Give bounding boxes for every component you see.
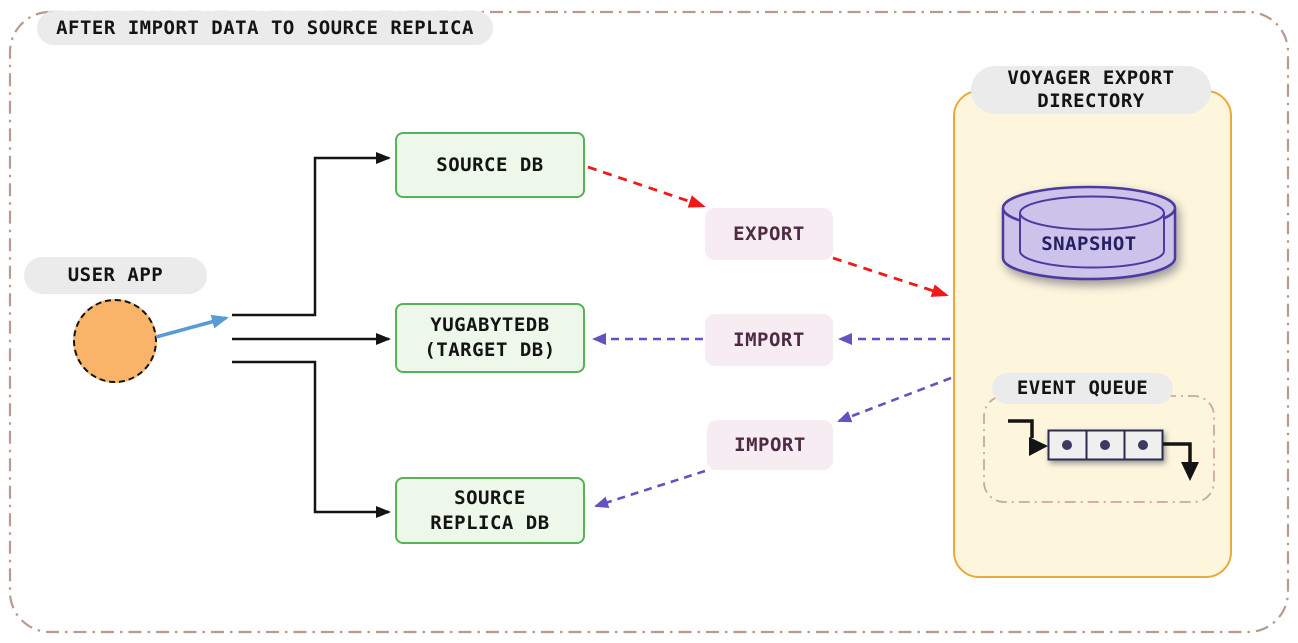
diagram-title: AFTER IMPORT DATA TO SOURCE REPLICA	[37, 11, 493, 45]
target-db-node: YUGABYTEDB (TARGET DB)	[395, 303, 585, 373]
diagram-title-text: AFTER IMPORT DATA TO SOURCE REPLICA	[56, 16, 474, 39]
event-queue-label: EVENT QUEUE	[992, 373, 1173, 404]
source-db-label: SOURCE DB	[436, 153, 544, 176]
import-target-op-box: IMPORT	[705, 314, 833, 366]
import-replica-op-label: IMPORT	[734, 434, 806, 456]
source-db-node: SOURCE DB	[395, 132, 585, 198]
event-queue-border	[983, 395, 1215, 503]
voyager-title-line1: VOYAGER EXPORT	[1007, 67, 1175, 89]
user-app-label: USER APP	[24, 257, 207, 294]
snapshot-label: SNAPSHOT	[1041, 233, 1137, 255]
export-op-box: EXPORT	[705, 208, 833, 260]
source-replica-db-node: SOURCE REPLICA DB	[395, 477, 585, 544]
user-app-icon	[73, 299, 157, 383]
source-replica-label-line1: SOURCE	[454, 486, 526, 509]
target-db-label-line2: (TARGET DB)	[424, 339, 556, 361]
outer-frame-border	[8, 10, 1290, 634]
voyager-export-directory-panel	[953, 90, 1232, 578]
target-db-label-line1: YUGABYTEDB	[430, 314, 550, 336]
voyager-title-line2: DIRECTORY	[1037, 90, 1145, 112]
source-replica-label-line2: REPLICA DB	[430, 511, 550, 534]
import-target-op-label: IMPORT	[733, 329, 805, 351]
database-cylinder-icon	[1001, 185, 1177, 281]
snapshot-cylinder: SNAPSHOT	[1000, 183, 1178, 283]
export-op-label: EXPORT	[733, 223, 805, 245]
voyager-panel-title: VOYAGER EXPORT DIRECTORY	[971, 66, 1211, 114]
import-replica-op-box: IMPORT	[707, 420, 833, 470]
user-app-label-text: USER APP	[67, 264, 164, 286]
event-queue-label-text: EVENT QUEUE	[1016, 377, 1149, 399]
